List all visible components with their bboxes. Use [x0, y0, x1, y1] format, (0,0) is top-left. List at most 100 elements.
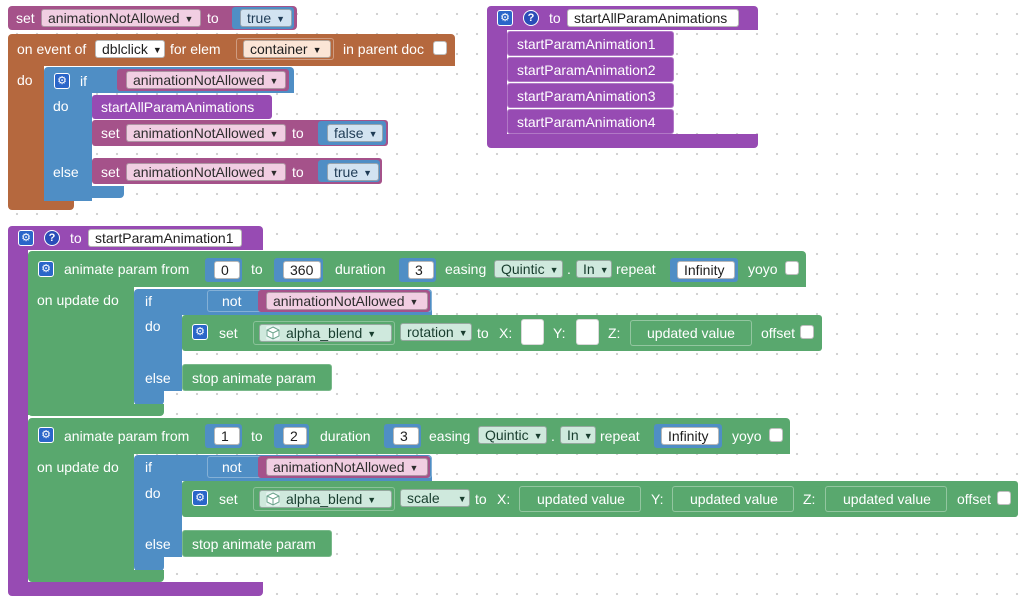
procedure-name-field[interactable]: startAllParamAnimations — [567, 9, 739, 27]
chevron-down-icon: ▼ — [457, 494, 467, 504]
y-updated-value-label: updated value — [690, 491, 778, 507]
object-dropdown[interactable]: alpha_blend▼ — [259, 324, 392, 342]
procedure-call-block[interactable] — [507, 109, 674, 134]
condition-variable-dropdown[interactable]: animationNotAllowed▼ — [126, 71, 286, 89]
procedure-call-label: startParamAnimation3 — [517, 88, 656, 104]
procedure-call-block[interactable] — [507, 83, 674, 108]
event-dropdown[interactable]: dblclick▼ — [95, 40, 165, 58]
easing-dropdown[interactable]: Quintic▼ — [478, 426, 547, 444]
procedure-call-label: startParamAnimation4 — [517, 114, 656, 130]
stop-animate-param-block[interactable] — [182, 364, 332, 391]
if-else-footer — [134, 557, 164, 571]
if-label: if — [80, 73, 87, 89]
repeat-label: repeat — [600, 428, 640, 444]
chevron-down-icon: ▼ — [409, 463, 419, 473]
easing-direction-dropdown[interactable]: In▼ — [576, 260, 612, 278]
procedure-call-block[interactable] — [507, 57, 674, 82]
yoyo-checkbox[interactable] — [785, 261, 799, 275]
from-field[interactable]: 1 — [214, 427, 240, 445]
variable-dropdown[interactable]: animationNotAllowed▼ — [41, 9, 201, 27]
offset-checkbox[interactable] — [997, 491, 1011, 505]
repeat-field[interactable]: Infinity — [677, 261, 735, 279]
not-label: not — [222, 459, 242, 475]
if-label: if — [145, 459, 152, 475]
y-value-slot[interactable] — [672, 486, 794, 512]
offset-label: offset — [761, 325, 795, 341]
gear-icon[interactable]: ⚙ — [18, 230, 34, 246]
boolean-dropdown[interactable]: true▼ — [327, 163, 379, 181]
procedure-call-label: startParamAnimation2 — [517, 62, 656, 78]
x-empty-slot[interactable] — [521, 319, 544, 345]
object-dropdown[interactable]: alpha_blend▼ — [259, 490, 392, 508]
to-field[interactable]: 360 — [283, 261, 321, 279]
boolean-dropdown[interactable]: true▼ — [240, 9, 292, 27]
y-empty-slot[interactable] — [576, 319, 599, 345]
condition-variable-dropdown[interactable]: animationNotAllowed▼ — [266, 292, 428, 310]
event-block[interactable] — [8, 34, 455, 66]
z-label: Z: — [803, 491, 816, 507]
procedure-call-block[interactable] — [507, 31, 674, 56]
x-value-slot[interactable] — [519, 486, 641, 512]
boolean-dropdown[interactable]: false▼ — [327, 124, 383, 142]
easing-direction-dropdown[interactable]: In▼ — [560, 426, 596, 444]
procedure-definition-spine — [487, 30, 507, 134]
do-label: do — [145, 485, 161, 501]
variable-dropdown[interactable]: animationNotAllowed▼ — [126, 124, 286, 142]
z-updated-value-label: updated value — [843, 491, 931, 507]
gear-icon[interactable]: ⚙ — [38, 427, 54, 443]
on-update-label: on update do — [37, 292, 119, 308]
property-dropdown[interactable]: rotation▼ — [400, 323, 472, 341]
z-label: Z: — [608, 325, 621, 341]
x-label: X: — [499, 325, 513, 341]
z-value-slot[interactable] — [825, 486, 947, 512]
procedure-name-field[interactable]: startParamAnimation1 — [88, 229, 242, 247]
gear-icon[interactable]: ⚙ — [192, 490, 208, 506]
gear-icon[interactable]: ⚙ — [192, 324, 208, 340]
dot-label: . — [567, 261, 571, 277]
gear-icon[interactable]: ⚙ — [54, 73, 70, 89]
condition-variable-dropdown[interactable]: animationNotAllowed▼ — [266, 458, 428, 476]
easing-dropdown[interactable]: Quintic▼ — [494, 260, 563, 278]
chevron-down-icon: ▼ — [276, 14, 286, 24]
chevron-down-icon: ▼ — [367, 495, 377, 505]
procedure-call-block[interactable] — [92, 95, 272, 119]
repeat-field[interactable]: Infinity — [661, 427, 719, 445]
chevron-down-icon: ▼ — [533, 431, 543, 441]
animate-param-footer — [28, 570, 164, 582]
variable-dropdown[interactable]: animationNotAllowed▼ — [126, 163, 286, 181]
z-value-slot[interactable] — [630, 320, 752, 346]
to-label: to — [549, 10, 561, 26]
offset-checkbox[interactable] — [800, 325, 814, 339]
help-icon[interactable]: ? — [523, 10, 539, 26]
duration-field[interactable]: 3 — [408, 261, 434, 279]
element-dropdown[interactable]: container▼ — [243, 40, 331, 58]
cube-icon — [266, 326, 280, 340]
if-else-spine — [44, 93, 92, 201]
help-icon[interactable]: ? — [44, 230, 60, 246]
duration-field[interactable]: 3 — [393, 427, 419, 445]
chevron-down-icon: ▼ — [409, 297, 419, 307]
gear-icon[interactable]: ⚙ — [38, 261, 54, 277]
set-label: set — [219, 491, 238, 507]
yoyo-checkbox[interactable] — [769, 428, 783, 442]
animate-param-spine — [28, 454, 134, 572]
in-parent-doc-label: in parent doc — [343, 41, 424, 57]
animate-param-footer — [28, 404, 164, 416]
gear-icon[interactable]: ⚙ — [497, 10, 513, 26]
offset-label: offset — [957, 491, 991, 507]
stop-animate-param-block[interactable] — [182, 530, 332, 557]
chevron-down-icon: ▼ — [458, 328, 468, 338]
property-dropdown[interactable]: scale▼ — [400, 489, 470, 507]
on-update-label: on update do — [37, 459, 119, 475]
in-parent-doc-checkbox[interactable] — [433, 41, 447, 55]
to-label: to — [477, 325, 489, 341]
from-field[interactable]: 0 — [214, 261, 240, 279]
chevron-down-icon: ▼ — [599, 265, 609, 275]
y-label: Y: — [553, 325, 566, 341]
to-field[interactable]: 2 — [283, 427, 307, 445]
stop-animate-param-label: stop animate param — [192, 536, 316, 552]
z-updated-value-label: updated value — [647, 325, 735, 341]
if-label: if — [145, 293, 152, 309]
else-label: else — [145, 370, 171, 386]
to-label: to — [251, 428, 263, 444]
